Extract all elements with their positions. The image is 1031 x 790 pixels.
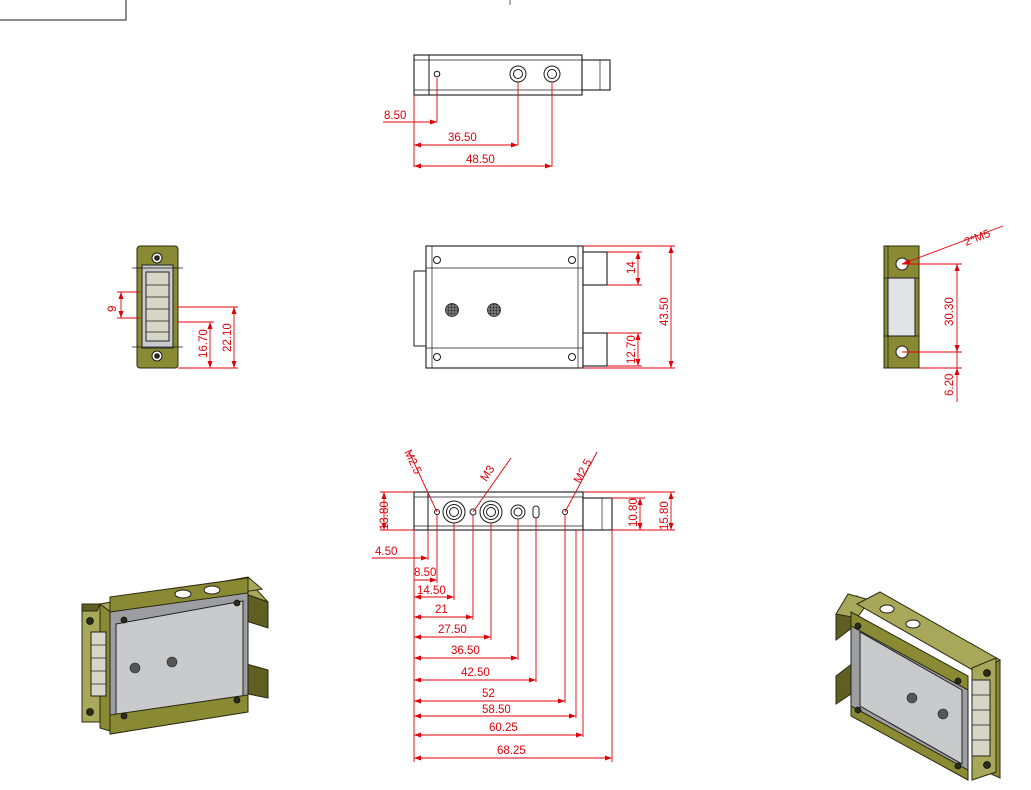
top-view-dimensions: 8.50 36.50 48.50 (383, 78, 553, 169)
dim-label: 9 (107, 306, 119, 312)
dim-label: 6.20 (944, 374, 956, 396)
knurled-insert-icon (487, 303, 501, 317)
dim-label: 58.50 (482, 704, 511, 716)
slot-icon (532, 505, 540, 519)
knurled-insert-icon (445, 303, 459, 317)
screw-icon (954, 762, 962, 770)
thread-callout: M2.5 (572, 457, 595, 485)
knurled-insert-icon (166, 656, 178, 668)
dim-label: 30.30 (944, 297, 956, 326)
screw-icon (233, 599, 241, 607)
thread-callout: 2*M5 (963, 228, 992, 249)
screw-icon (233, 696, 241, 704)
left-view (132, 245, 183, 369)
title-block-corner (0, 0, 511, 21)
dim-label: 52 (482, 688, 495, 700)
dim-label: 8.50 (414, 567, 436, 579)
dim-label: 36.50 (448, 132, 477, 144)
dim-label: 14 (626, 261, 638, 274)
knurled-insert-icon (906, 692, 918, 704)
dim-label: 14.50 (417, 585, 446, 597)
dim-label: 36.50 (451, 645, 480, 657)
bottom-view-horizontal-dimensions: 4.50 8.50 14.50 21 27.50 36.50 42.50 52 … (372, 515, 613, 762)
screw-icon (854, 622, 862, 630)
screw-icon (954, 677, 962, 685)
dim-label: 42.50 (461, 667, 490, 679)
dim-label: 12.70 (626, 335, 638, 364)
dim-label: 60.25 (489, 722, 518, 734)
bottom-view-height-dimensions: 13.80 10.80 15.80 (379, 491, 675, 531)
dim-label: 4.50 (375, 546, 397, 558)
screw-icon (854, 706, 862, 714)
knurled-insert-icon (129, 662, 141, 674)
dim-label: 22.10 (222, 323, 234, 352)
knurled-insert-icon (937, 708, 949, 720)
small-hole-icon (433, 70, 441, 78)
thread-callout: M2.5 (401, 448, 423, 476)
left-view-dimensions: 9 16.70 22.10 (107, 291, 238, 369)
screw-icon (568, 353, 576, 361)
screw-icon (568, 256, 576, 264)
dim-label: 27.50 (438, 624, 467, 636)
dim-label: 21 (435, 604, 448, 616)
front-view-dimensions: 14 43.50 12.70 (583, 245, 675, 369)
screw-icon (433, 353, 441, 361)
screw-icon (433, 256, 441, 264)
bottom-view (413, 491, 613, 531)
dim-label: 8.50 (384, 110, 406, 122)
dim-label: 68.25 (497, 745, 526, 757)
isometric-view-left (81, 576, 269, 735)
dim-label: 48.50 (466, 154, 495, 166)
dim-label: 10.80 (628, 498, 640, 527)
right-view-dimensions: 2*M5 30.30 6.20 (901, 225, 1004, 402)
dim-label: 13.80 (379, 501, 391, 530)
front-view (413, 245, 608, 369)
dim-label: 43.50 (659, 297, 671, 326)
dim-label: 16.70 (198, 329, 210, 358)
screw-icon (120, 616, 128, 624)
isometric-view-right (835, 591, 1001, 781)
screw-icon (120, 712, 128, 720)
top-view (413, 54, 611, 96)
dim-label: 15.80 (659, 501, 671, 530)
